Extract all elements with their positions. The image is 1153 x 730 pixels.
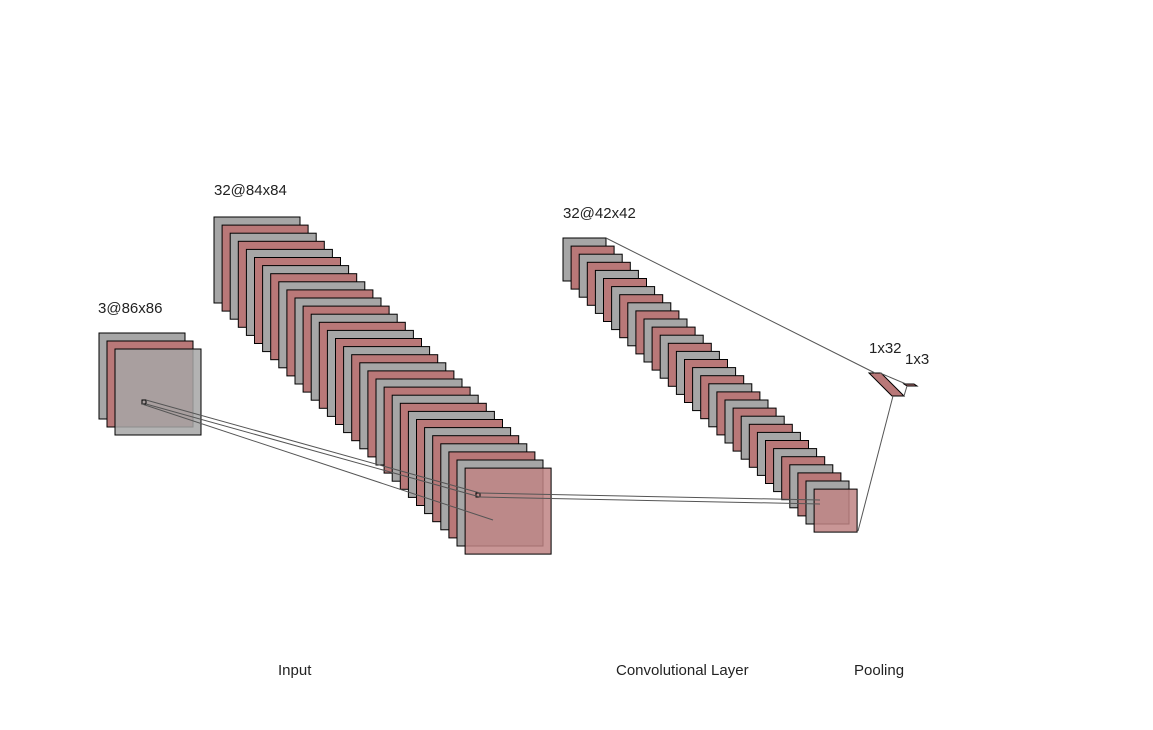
output-vector	[902, 383, 919, 387]
dense1-shape-label: 1x32	[869, 340, 902, 357]
connector-conv1-to-pool1-b	[479, 496, 821, 505]
connector-input-to-conv1-a	[145, 399, 481, 494]
input-stack	[98, 332, 202, 436]
connector-dense1-to-output-a	[879, 372, 907, 385]
stage-label-convolutional: Convolutional Layer	[616, 662, 749, 679]
connector-lines	[141, 237, 908, 532]
connector-pool1-to-dense1-b	[857, 395, 894, 532]
conv1-kernel-marker	[475, 492, 481, 498]
input-stack-map	[114, 348, 202, 436]
conv1-stack	[213, 216, 552, 555]
pool1-shape-label: 32@42x42	[563, 205, 636, 222]
connector-pool1-to-dense1-a	[605, 237, 876, 374]
output-shape-label: 1x3	[905, 351, 929, 368]
connector-conv1-to-pool1-a	[479, 492, 821, 501]
conv1-shape-label: 32@84x84	[214, 182, 287, 199]
connector-input-to-conv1-c	[141, 403, 494, 521]
connector-input-to-conv1-b	[145, 403, 481, 498]
connector-dense1-to-output-b	[903, 385, 908, 397]
conv1-stack-map	[464, 467, 552, 555]
stage-label-pooling: Pooling	[854, 662, 904, 679]
input-shape-label: 3@86x86	[98, 300, 162, 317]
input-kernel-marker	[141, 399, 147, 405]
pool1-stack	[562, 237, 858, 533]
pool1-stack-map	[813, 488, 858, 533]
dense1-vector	[867, 372, 906, 397]
stage-label-input: Input	[278, 662, 312, 679]
